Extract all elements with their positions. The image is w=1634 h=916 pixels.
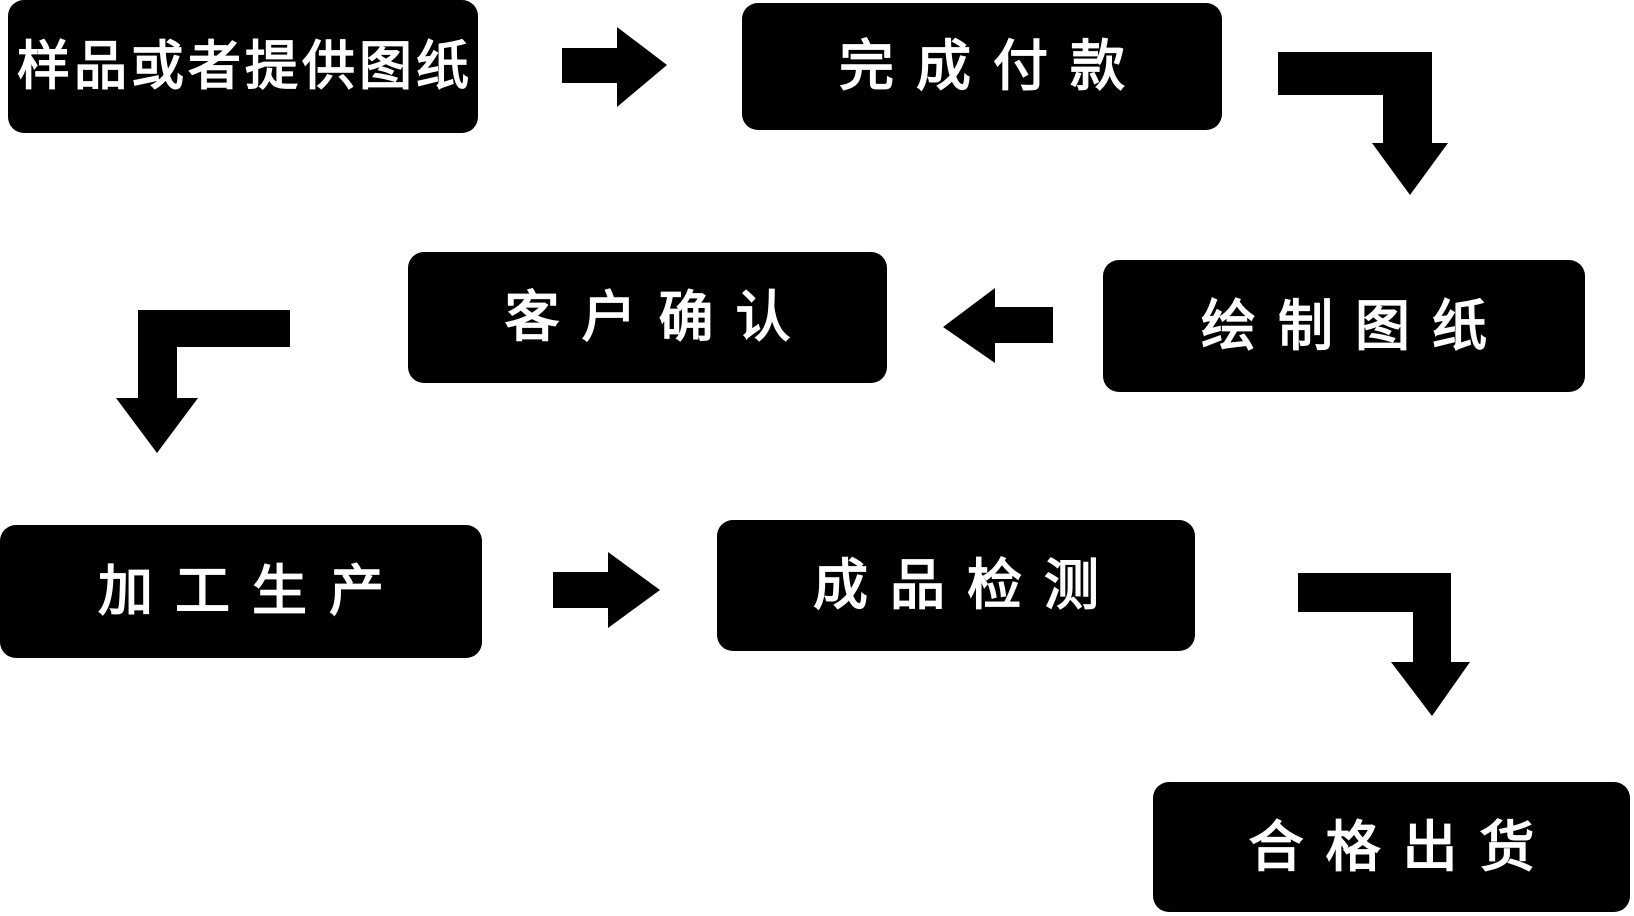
flow-node-label: 样品或者提供图纸 — [17, 37, 473, 96]
arrow-elbow-down-right-top-icon — [1278, 52, 1448, 195]
flow-node-sample-or-drawings: 样品或者提供图纸 — [8, 0, 478, 133]
flow-node-label: 客户确认 — [504, 286, 813, 348]
flow-node-label: 成品检测 — [812, 554, 1121, 616]
arrow-elbow-down-right-bottom-icon — [1298, 573, 1470, 716]
flow-node-processing-production: 加工生产 — [0, 525, 482, 658]
flow-node-label: 加工生产 — [97, 560, 406, 622]
flow-node-complete-payment: 完成付款 — [742, 3, 1222, 130]
flow-node-finished-product-inspection: 成品检测 — [717, 520, 1195, 651]
arrow-elbow-down-left-icon — [116, 310, 290, 453]
flow-node-customer-confirmation: 客户确认 — [408, 252, 887, 383]
flow-node-draw-drawings: 绘制图纸 — [1103, 260, 1585, 392]
flow-node-qualified-shipment: 合格出货 — [1153, 782, 1630, 912]
flow-node-label: 完成付款 — [838, 35, 1147, 97]
arrow-right-bottom-icon — [553, 552, 660, 628]
arrow-right-icon — [562, 27, 667, 107]
flow-node-label: 绘制图纸 — [1200, 294, 1509, 357]
arrow-left-icon — [943, 288, 1053, 363]
flow-node-label: 合格出货 — [1248, 815, 1557, 878]
